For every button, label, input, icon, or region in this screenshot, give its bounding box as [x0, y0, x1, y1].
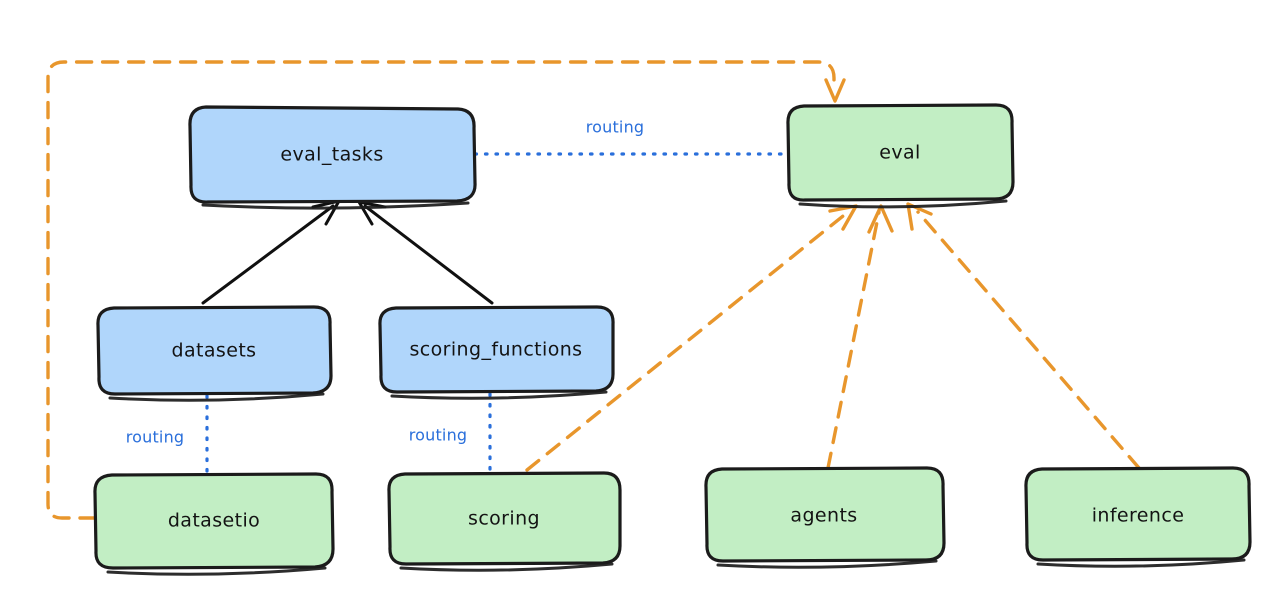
- node-datasets-label: datasets: [172, 340, 257, 362]
- edge-label-routing-scoring-functions: routing: [409, 426, 468, 445]
- node-inference-box[interactable]: [1024, 466, 1252, 562]
- edge-datasets-eval-tasks: [201, 199, 341, 305]
- node-datasetio-shadow: [106, 566, 327, 576]
- node-inference-shadow: [1036, 558, 1246, 568]
- node-scoring-functions[interactable]: scoring_functions: [378, 305, 615, 400]
- edge-datasetio-eval: [46, 60, 846, 520]
- edge-inference-eval: [906, 202, 1141, 470]
- node-eval-tasks-shadow: [201, 201, 470, 210]
- node-datasetio-label: datasetio: [168, 510, 260, 532]
- edge-scoring-functions-scoring: routing: [409, 392, 492, 475]
- node-eval-label: eval: [879, 142, 920, 164]
- node-scoring-label: scoring: [468, 508, 540, 530]
- node-scoring-box[interactable]: [387, 471, 622, 566]
- node-scoring-functions-label: scoring_functions: [410, 339, 583, 361]
- node-eval-box[interactable]: [786, 103, 1015, 202]
- node-datasets-box[interactable]: [96, 305, 333, 396]
- edge-scoring-functions-eval-tasks: [357, 200, 494, 305]
- node-agents-box[interactable]: [704, 466, 946, 563]
- node-agents-label: agents: [790, 505, 857, 527]
- node-datasets[interactable]: datasets: [96, 305, 333, 402]
- node-datasetio[interactable]: datasetio: [93, 472, 335, 576]
- node-eval-tasks-label: eval_tasks: [280, 144, 383, 166]
- node-datasetio-box[interactable]: [93, 472, 335, 570]
- node-scoring-functions-shadow: [390, 390, 608, 400]
- edge-datasets-datasetio: routing: [126, 394, 209, 476]
- node-scoring[interactable]: scoring: [387, 471, 622, 572]
- node-eval-tasks-box[interactable]: [188, 105, 477, 204]
- node-eval-shadow: [798, 199, 1008, 209]
- node-scoring-functions-box[interactable]: [378, 305, 615, 394]
- edge-agents-eval: [826, 204, 894, 470]
- node-inference-label: inference: [1092, 505, 1185, 527]
- node-scoring-shadow: [399, 562, 614, 572]
- node-eval-tasks[interactable]: eval_tasks: [188, 105, 477, 210]
- node-eval[interactable]: eval: [786, 103, 1015, 209]
- edge-eval-tasks-eval: routing: [473, 118, 789, 156]
- node-agents[interactable]: agents: [704, 466, 946, 569]
- node-datasets-shadow: [108, 392, 325, 402]
- node-agents-shadow: [716, 559, 938, 569]
- edge-label-routing-eval-tasks: routing: [586, 118, 645, 137]
- node-inference[interactable]: inference: [1024, 466, 1252, 568]
- edge-label-routing-datasets: routing: [126, 428, 185, 447]
